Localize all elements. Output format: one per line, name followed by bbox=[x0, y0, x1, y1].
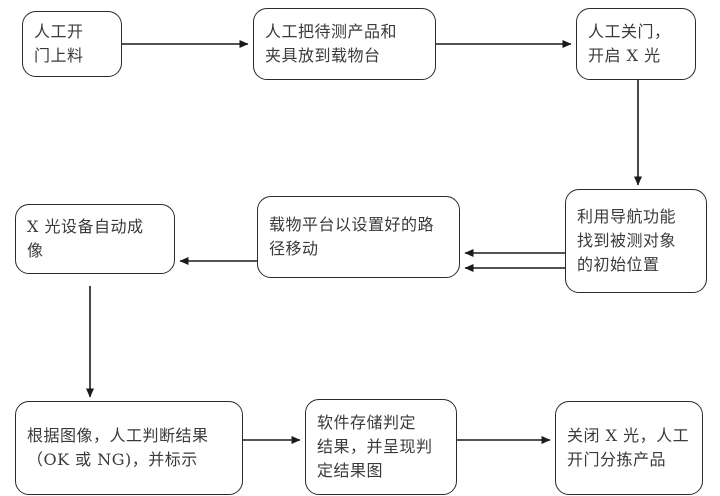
node-navigate[interactable]: 利用导航功能 找到被测对象 的初始位置 bbox=[565, 189, 707, 293]
node-stage-move[interactable]: 载物平台以设置好的路 径移动 bbox=[257, 196, 460, 278]
node-close-xray[interactable]: 人工关门， 开启 X 光 bbox=[576, 8, 696, 80]
node-load-product[interactable]: 人工把待测产品和 夹具放到载物台 bbox=[253, 8, 436, 80]
node-shutdown[interactable]: 关闭 X 光，人工 开门分拣产品 bbox=[555, 401, 703, 495]
node-open-door-label: 人工开 门上料 bbox=[34, 22, 84, 65]
node-store-result[interactable]: 软件存储判定 结果，并呈现判 定结果图 bbox=[305, 399, 457, 495]
node-shutdown-label: 关闭 X 光，人工 开门分拣产品 bbox=[567, 426, 690, 469]
node-xray-image[interactable]: X 光设备自动成 像 bbox=[15, 204, 175, 274]
node-stage-move-label: 载物平台以设置好的路 径移动 bbox=[269, 215, 435, 258]
node-judge-label: 根据图像，人工判断结果 （OK 或 NG)，并标示 bbox=[27, 426, 209, 469]
node-load-product-label: 人工把待测产品和 夹具放到载物台 bbox=[265, 22, 398, 65]
node-judge[interactable]: 根据图像，人工判断结果 （OK 或 NG)，并标示 bbox=[15, 401, 243, 495]
node-navigate-label: 利用导航功能 找到被测对象 的初始位置 bbox=[577, 207, 677, 274]
node-xray-image-label: X 光设备自动成 像 bbox=[27, 217, 144, 260]
node-store-result-label: 软件存储判定 结果，并呈现判 定结果图 bbox=[317, 413, 433, 480]
node-close-xray-label: 人工关门， 开启 X 光 bbox=[588, 22, 671, 65]
node-open-door[interactable]: 人工开 门上料 bbox=[22, 11, 122, 77]
